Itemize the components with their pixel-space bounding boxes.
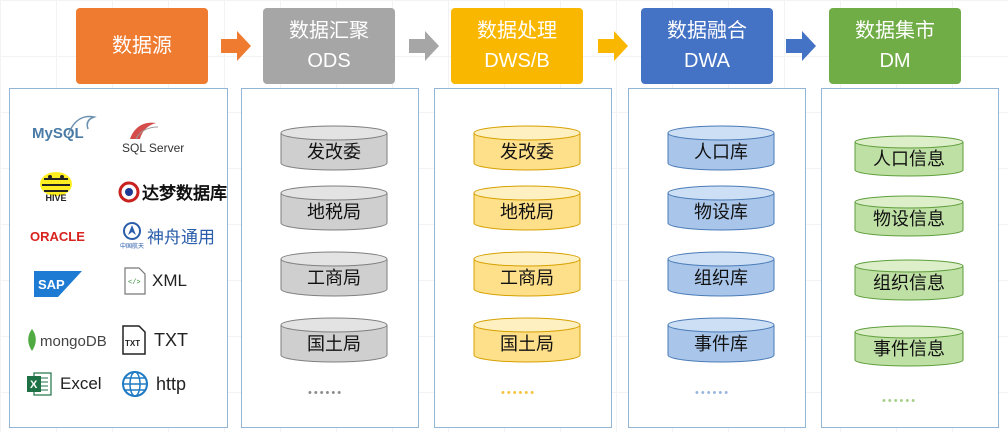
- txt-file-icon: TXT: [122, 325, 146, 355]
- flow-arrow-icon: [598, 31, 628, 61]
- ods-cylinder: 工商局: [280, 251, 388, 297]
- xml-label: XML: [152, 271, 187, 290]
- shenzhou-sub-label: 中国航天: [120, 244, 145, 250]
- stage-header-dwa: 数据融合 DWA: [641, 8, 773, 84]
- dm-cylinder: 事件信息: [854, 325, 964, 367]
- dwa-item-label: 物设库: [694, 202, 748, 222]
- stage-title: 数据汇聚: [289, 20, 369, 42]
- sqlserver-logo-icon: [130, 122, 159, 140]
- source-oracle: ORACLE: [30, 229, 85, 244]
- dwa-item-label: 组织库: [694, 268, 748, 288]
- shenzhou-label: 神舟通用: [147, 228, 216, 247]
- dws-more-dots: ••••••: [501, 387, 537, 399]
- flow-arrow-icon: [786, 31, 816, 61]
- source-excel: X Excel: [26, 371, 102, 397]
- ods-more-dots: ••••••: [308, 387, 344, 399]
- stage-header-ods: 数据汇聚 ODS: [263, 8, 395, 84]
- panel-dm: 人口信息 物设信息 组织信息 事件信息 ••••••: [821, 88, 999, 428]
- dws-item-label: 地税局: [500, 202, 554, 222]
- dws-item-label: 国土局: [500, 334, 554, 354]
- panel-dwa: 人口库 物设库 组织库 事件库 ••••••: [628, 88, 806, 428]
- panel-sources: MySQL SQL Server HIVE 达梦数据库 ORACLE: [9, 88, 228, 428]
- flow-arrow-icon: [409, 31, 439, 61]
- dm-cylinder: 组织信息: [854, 259, 964, 301]
- dm-item-label: 人口信息: [873, 149, 945, 169]
- dm-item-label: 事件信息: [873, 339, 945, 359]
- source-txt: TXT TXT: [122, 325, 188, 355]
- stage-header-dws: 数据处理 DWS/B: [451, 8, 583, 84]
- dws-cylinder: 国土局: [473, 317, 581, 363]
- hive-label: HIVE: [45, 193, 67, 203]
- source-sqlserver: SQL Server: [122, 119, 184, 155]
- ods-item-label: 工商局: [307, 268, 361, 288]
- dwa-item-label: 人口库: [694, 142, 748, 162]
- excel-icon: X: [27, 372, 52, 396]
- source-mongodb: mongoDB: [26, 329, 107, 353]
- stage-subtitle: DWA: [684, 50, 730, 72]
- svg-text:X: X: [30, 379, 38, 391]
- dwa-cylinder: 人口库: [667, 125, 775, 171]
- ods-cylinder: 发改委: [280, 125, 388, 171]
- dolphin-icon: [67, 115, 97, 136]
- dm-more-dots: ••••••: [882, 395, 918, 407]
- dwa-cylinder: 物设库: [667, 185, 775, 231]
- svg-text:TXT: TXT: [125, 339, 140, 348]
- stage-title: 数据集市: [855, 20, 935, 42]
- svg-text:</>: </>: [128, 279, 141, 287]
- ods-item-label: 国土局: [307, 334, 361, 354]
- ods-cylinder: 国土局: [280, 317, 388, 363]
- globe-icon: [122, 371, 148, 397]
- stage-subtitle: DWS/B: [484, 50, 550, 72]
- mongodb-leaf-icon: [28, 329, 36, 351]
- dameng-logo-icon: [118, 181, 140, 202]
- http-label: http: [156, 373, 187, 394]
- panel-dws: 发改委 地税局 工商局 国土局 ••••••: [434, 88, 612, 428]
- stage-title: 数据融合: [667, 20, 747, 42]
- source-mysql: MySQL: [32, 115, 97, 142]
- dwa-cylinder: 组织库: [667, 251, 775, 297]
- dws-cylinder: 地税局: [473, 185, 581, 231]
- dm-cylinder: 物设信息: [854, 195, 964, 237]
- xml-file-icon: </>: [124, 267, 146, 295]
- ods-cylinder: 地税局: [280, 185, 388, 231]
- dwa-more-dots: ••••••: [695, 387, 731, 399]
- stage-title: 数据源: [112, 35, 172, 57]
- dwa-cylinder: 事件库: [667, 317, 775, 363]
- sqlserver-label: SQL Server: [122, 141, 185, 155]
- dws-item-label: 工商局: [500, 268, 554, 288]
- dm-item-label: 物设信息: [873, 209, 945, 229]
- dws-cylinder: 工商局: [473, 251, 581, 297]
- dm-item-label: 组织信息: [873, 273, 945, 293]
- source-dameng: 达梦数据库: [118, 179, 227, 204]
- dm-cylinder: 人口信息: [854, 135, 964, 177]
- excel-label: Excel: [60, 374, 102, 393]
- stage-subtitle: ODS: [307, 50, 351, 72]
- source-hive: HIVE: [36, 169, 76, 203]
- dwa-item-label: 事件库: [694, 334, 748, 354]
- svg-text:SAP: SAP: [38, 277, 65, 292]
- source-sap: SAP: [34, 271, 82, 297]
- source-xml: </> XML: [124, 267, 187, 295]
- shenzhou-logo-icon: [123, 222, 141, 240]
- oracle-label: ORACLE: [30, 229, 85, 244]
- dameng-label: 达梦数据库: [142, 184, 227, 203]
- flow-arrow-icon: [221, 31, 251, 61]
- stage-header-source: 数据源: [76, 8, 208, 84]
- stage-header-dm: 数据集市 DM: [829, 8, 961, 84]
- sap-logo-icon: SAP: [34, 271, 82, 297]
- source-http: http: [120, 369, 186, 399]
- source-shenzhou: 中国航天 神舟通用: [120, 221, 215, 250]
- stage-subtitle: DM: [879, 50, 911, 72]
- hive-bee-icon: [40, 172, 72, 196]
- shenzhou-logo: 中国航天: [120, 221, 144, 250]
- txt-label: TXT: [154, 329, 188, 350]
- mongodb-label: mongoDB: [40, 332, 107, 350]
- dws-item-label: 发改委: [500, 142, 554, 162]
- ods-item-label: 发改委: [307, 142, 361, 162]
- panel-ods: 发改委 地税局 工商局 国土局 ••••••: [241, 88, 419, 428]
- ods-item-label: 地税局: [307, 202, 361, 222]
- stage-title: 数据处理: [477, 20, 557, 42]
- dws-cylinder: 发改委: [473, 125, 581, 171]
